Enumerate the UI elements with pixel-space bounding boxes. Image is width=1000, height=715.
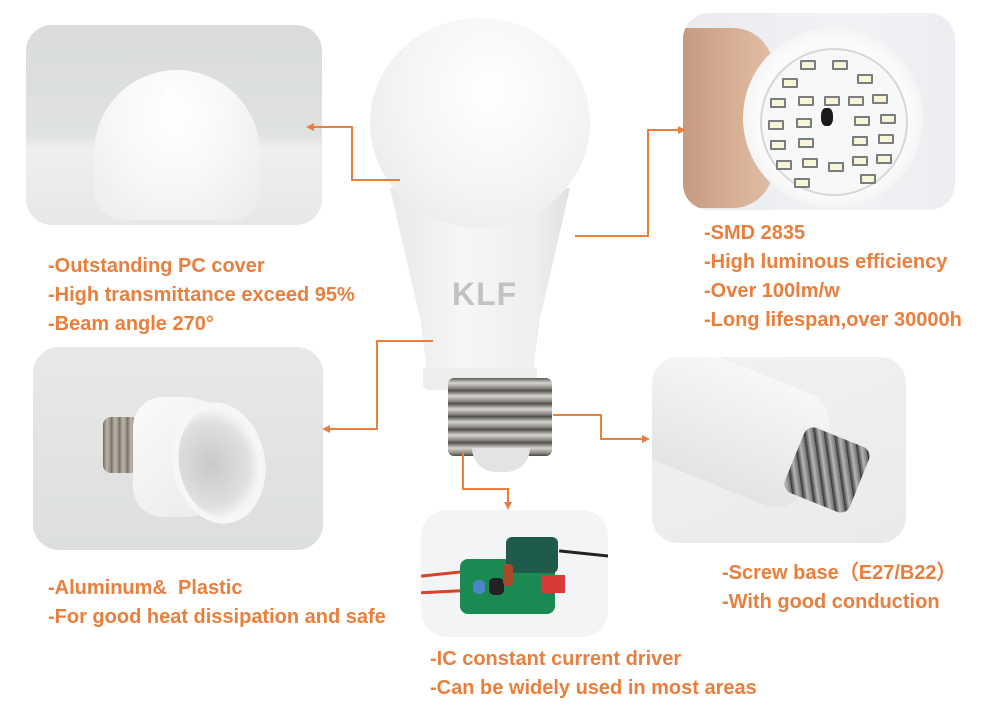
feature-line: -SMD 2835 [704,222,806,244]
caption-housing: -Aluminum& Plastic -For good heat dissip… [48,574,386,632]
feature-line: -Over 100lm/w [704,280,840,302]
feature-line: -IC constant current driver [430,648,682,670]
caption-screw-base: -Screw base（E27/B22） -With good conducti… [722,559,957,617]
feature-line: -For good heat dissipation and safe [48,606,386,628]
smd-led-photo [683,13,955,210]
capacitor [506,537,558,573]
caption-pc-cover: -Outstanding PC cover -High transmittanc… [48,252,355,339]
feature-line: -Beam angle 270° [48,313,214,335]
feature-line: -Aluminum& Plastic [48,577,243,599]
resistor [503,564,513,586]
blue-component [473,580,485,594]
pc-dome [94,70,260,220]
led-bulb: KLF [360,18,600,473]
bulb-screw-base [448,378,552,456]
pc-cover-photo [26,25,322,225]
feature-line: -Can be widely used in most areas [430,677,757,699]
driver-photo [421,510,608,637]
bulb-tip [472,448,530,472]
feature-line: -With good conduction [722,591,940,613]
feature-line: -Long lifespan,over 30000h [704,309,962,331]
feature-line: -High transmittance exceed 95% [48,284,355,306]
feature-line: -Outstanding PC cover [48,255,265,277]
dome-glint [164,88,172,92]
black-wire [558,549,608,558]
feature-line: -Screw base（E27/B22） [722,562,957,584]
feature-line: -High luminous efficiency [704,251,948,273]
led-board [760,48,908,196]
transformer [541,575,565,593]
caption-smd-led: -SMD 2835 -High luminous efficiency -Ove… [704,219,962,335]
housing-photo [33,347,323,550]
caption-driver: -IC constant current driver -Can be wide… [430,645,757,703]
inductor [489,578,504,595]
bulb-globe [370,18,590,228]
brand-logo: KLF [452,276,518,312]
wire-hole [821,108,833,126]
screw-base-photo [652,357,906,543]
